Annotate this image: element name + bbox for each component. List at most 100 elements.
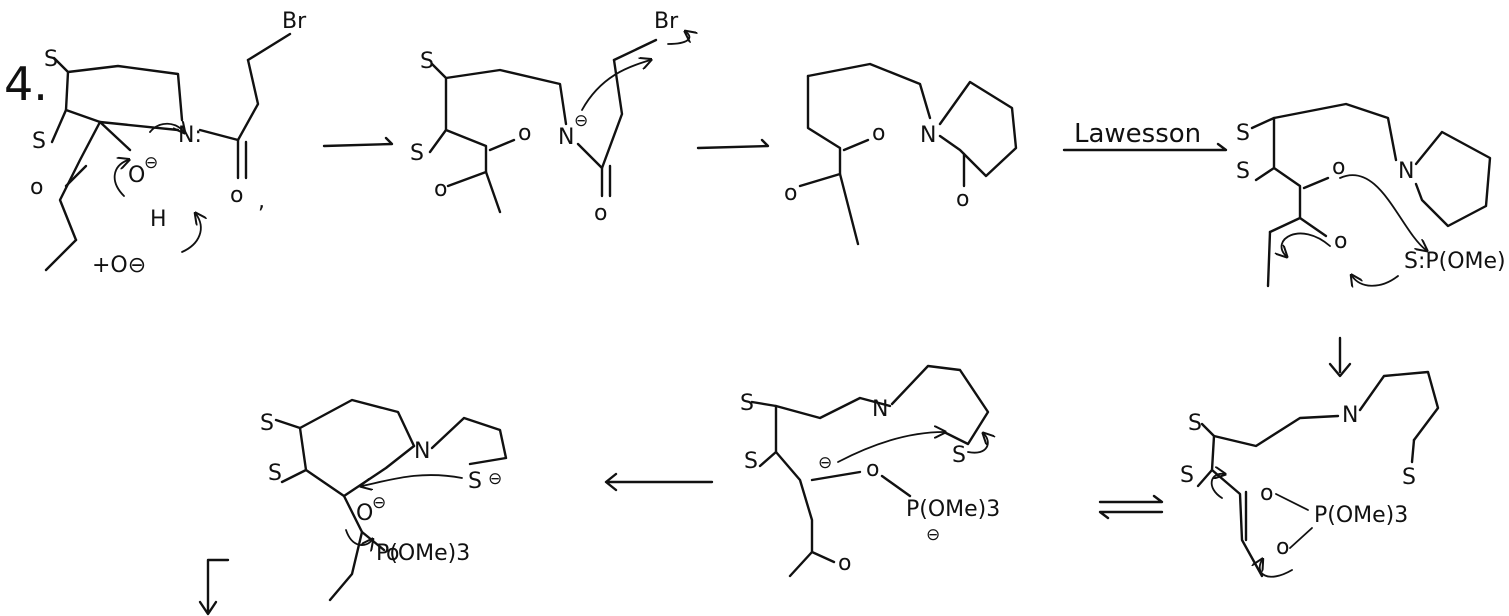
- bond6-co: [810, 470, 862, 482]
- structure-5-enol-phosphite: S S o o P(OMe)3 N S: [1180, 370, 1440, 578]
- bond5-op2: [1289, 527, 1313, 549]
- atom-s-left-5: S: [1180, 463, 1194, 488]
- charge-anion-2: ⊖: [574, 111, 588, 131]
- base-tbuo: +O⊖: [92, 253, 146, 278]
- ring4-lower: [1268, 166, 1302, 234]
- arrow4-curly-o: [1282, 232, 1331, 256]
- atom-s-top-7: S: [260, 411, 274, 436]
- atom-s-left: S: [32, 129, 46, 154]
- arrow-curly-h: [181, 214, 201, 253]
- bond4-ko: [1302, 176, 1330, 190]
- ring6-lower: [774, 450, 814, 578]
- bond6-op: [880, 474, 912, 498]
- ring4-top: [1272, 102, 1398, 162]
- chain-propyl: [198, 58, 260, 142]
- ring-bond-top: [66, 64, 184, 122]
- arrow5-curly-top: [1210, 474, 1224, 499]
- atom-o-ketone-6: o: [838, 551, 851, 576]
- ring2-top: [444, 68, 568, 126]
- reaction-arrow-1: [322, 136, 394, 148]
- ring3-left: [798, 74, 842, 188]
- atom-o-7: O: [356, 501, 373, 526]
- atom-o-ketone-3: o: [872, 121, 885, 146]
- atom-n: N:: [178, 123, 202, 148]
- bond5-cs: [1410, 438, 1416, 464]
- atom-n-6: N: [872, 397, 888, 422]
- ring6-left: [750, 400, 778, 468]
- arrow5-curly-bottom: [1260, 560, 1293, 578]
- atom-h: H: [150, 207, 167, 232]
- reaction-arrow-2: [696, 138, 770, 150]
- ring7-core: [304, 444, 416, 498]
- ring7-pyrrolidine: [430, 416, 508, 466]
- atom-br: Br: [282, 9, 307, 34]
- structure-1-thioacyl-lactam-precursor: 4. S S N: Br o , o O ⊖ H +O⊖: [4, 9, 307, 278]
- atom-s-top-6: S: [740, 391, 754, 416]
- charge-anion-6: ⊖: [926, 525, 940, 545]
- bond2-ko: [488, 138, 516, 152]
- atom-n-3: N: [920, 123, 936, 148]
- charge-anion-6b: ⊖: [818, 453, 832, 473]
- arrow-curly-n: [149, 124, 184, 132]
- atom-o-ketone-3b: o: [784, 181, 797, 206]
- equilibrium-arrow-reverse: [1098, 510, 1164, 520]
- bond3-ethyl: [838, 172, 860, 246]
- ring4-left: [1250, 116, 1276, 182]
- bond-ketone-arm: [58, 120, 102, 242]
- atom-o-ketone-2: o: [518, 121, 531, 146]
- structure-4-thionation-intermediate: S S o o N S:P(OMe): [1236, 102, 1506, 288]
- atom-s-5: S: [1402, 465, 1416, 490]
- arrow7-curly-s: [362, 474, 463, 486]
- charge-anion-7: ⊖: [488, 469, 502, 489]
- atom-s-left-2: S: [410, 141, 424, 166]
- ring2-lower: [444, 128, 488, 188]
- atom-s-6: S: [952, 443, 966, 468]
- bond4-ko2: [1298, 216, 1328, 238]
- atom-s-top-5: S: [1188, 411, 1202, 436]
- structure-3-lactam-diketone: o o N o: [784, 62, 1018, 246]
- ring5-top: [1212, 414, 1340, 448]
- atom-n-2: N: [558, 125, 574, 150]
- atom-o-amide: o: [230, 183, 243, 208]
- arrow2-curly-n: [581, 60, 650, 111]
- structure-7-thiolate-adduct: S S N S ⊖ o O ⊖ P(OMe)3: [260, 398, 508, 602]
- bond6-ko: [810, 550, 836, 564]
- bond-ethyl: [44, 238, 78, 272]
- group-p-ome-7: P(OMe)3: [376, 541, 470, 566]
- bond2-ethyl: [484, 170, 502, 214]
- arrow7-curly-o: [345, 529, 372, 545]
- atom-o-5a: o: [1260, 481, 1273, 506]
- atom-n-4: N: [1398, 159, 1414, 184]
- ring7-top: [298, 398, 416, 448]
- bond-ketone-double: [64, 164, 88, 188]
- bond4-ethyl: [1266, 230, 1272, 288]
- ring6-thiolactam: [890, 364, 990, 446]
- reaction-arrow-lawesson: [1062, 142, 1228, 152]
- atom-n-5: N: [1342, 403, 1358, 428]
- atom-s-left-6: S: [744, 449, 758, 474]
- ring2-left: [428, 62, 448, 154]
- atom-o-anion: O: [128, 163, 145, 188]
- atom-o-comma: ,: [258, 189, 265, 214]
- ring5-lower: [1210, 468, 1264, 578]
- atom-br-2: Br: [654, 9, 679, 34]
- reagent-lawesson: Lawesson: [1074, 119, 1201, 149]
- atom-s-top-4: S: [1236, 121, 1250, 146]
- ring5-left: [1196, 422, 1216, 488]
- reaction-arrow-continue: [198, 558, 230, 616]
- charge-anion-1: ⊖: [144, 153, 158, 173]
- atom-o-ketone: o: [30, 175, 43, 200]
- structure-6-phosphonium-alkoxide: S S o P(OMe)3 ⊖ o ⊖ N S: [740, 364, 1000, 578]
- ring4-thiolactam: [1414, 130, 1492, 228]
- bond3-ko: [842, 138, 870, 152]
- ring7-left: [274, 418, 308, 484]
- arrow2-curly-br: [667, 32, 689, 45]
- ring3-lactam: [938, 80, 1018, 178]
- atom-o-ketone-7: o: [386, 541, 399, 566]
- atom-n-7: N: [414, 439, 430, 464]
- equilibrium-arrow-forward: [1098, 494, 1164, 504]
- atom-o-6: o: [866, 457, 879, 482]
- bond5-op: [1275, 493, 1309, 511]
- group-p-ome-5: P(OMe)3: [1314, 503, 1408, 528]
- ring-bond-lower: [64, 108, 132, 152]
